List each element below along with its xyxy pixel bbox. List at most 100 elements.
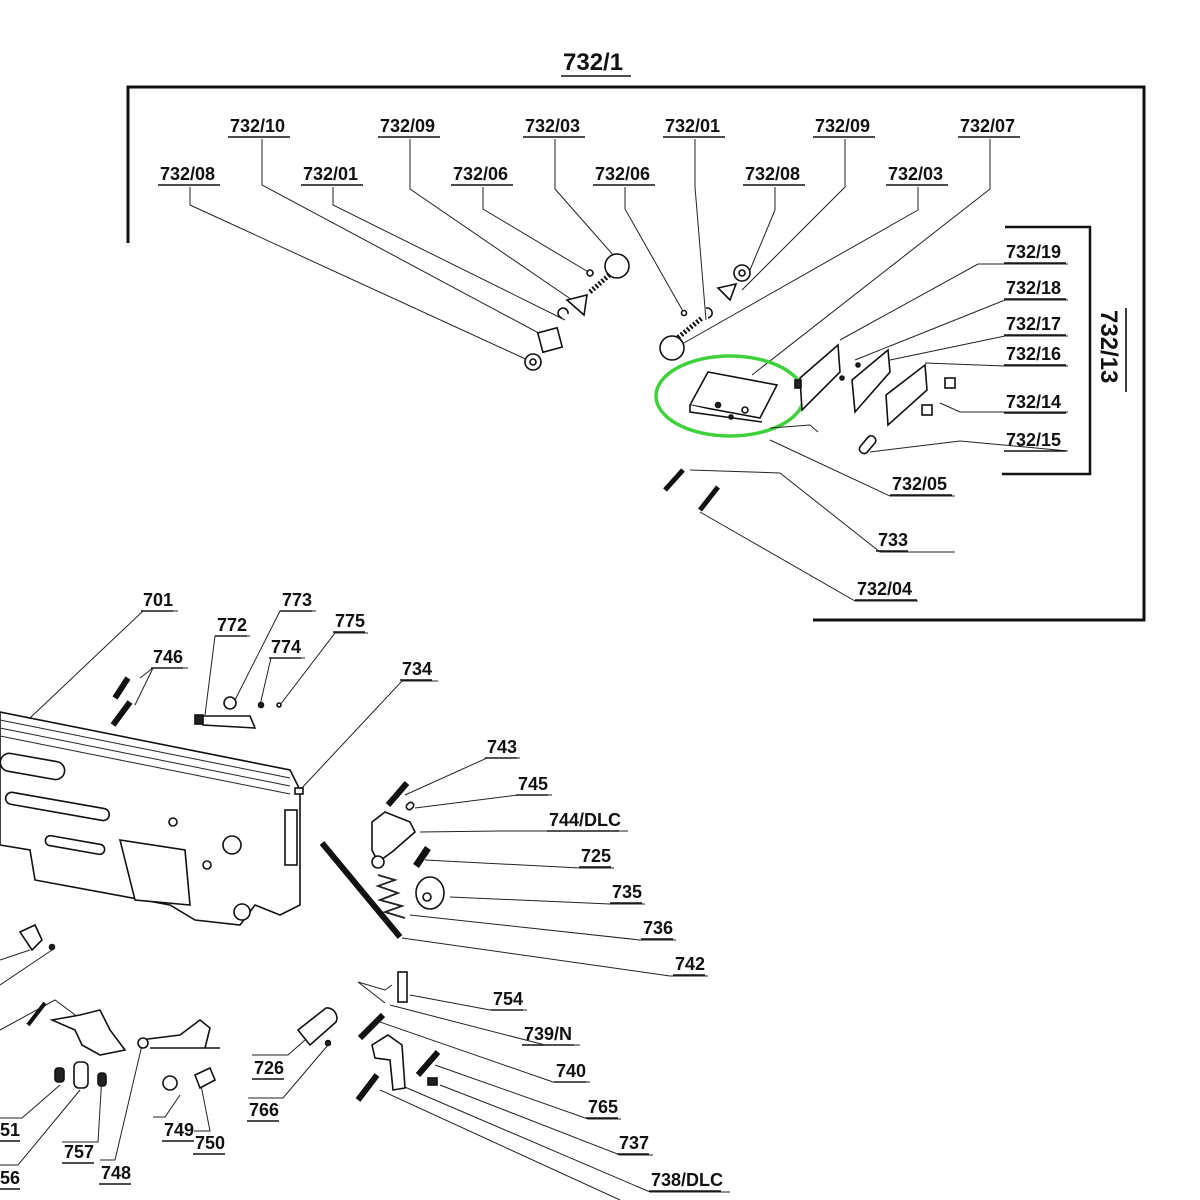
group-label-sub: 732/13 bbox=[1095, 310, 1122, 383]
callout-732-15: 732/15 bbox=[1004, 430, 1066, 452]
cylinder-726 bbox=[296, 1007, 338, 1047]
rod-742 bbox=[319, 841, 403, 939]
callout-text: 773 bbox=[282, 590, 312, 610]
screw-749 bbox=[162, 1075, 178, 1091]
callout-749: 749 bbox=[162, 1120, 194, 1142]
spring-56 bbox=[73, 1061, 89, 1089]
parts-top-middle bbox=[659, 264, 751, 361]
screw-732-03b bbox=[673, 316, 704, 342]
callout-766: 766 bbox=[247, 1100, 279, 1122]
callout-732-04: 732/04 bbox=[855, 579, 917, 601]
fuse-732-15 bbox=[858, 434, 877, 455]
callout-738-dlc: 738/DLC bbox=[649, 1170, 723, 1192]
group-frame-732-1: 732/1 bbox=[126, 49, 1146, 622]
callout-739-n: 739/N bbox=[522, 1024, 574, 1046]
callout-725: 725 bbox=[579, 846, 611, 868]
callout-732-06: 732/06 bbox=[451, 164, 513, 186]
callout-732-08: 732/08 bbox=[158, 164, 220, 186]
callout-text: 732/09 bbox=[815, 116, 870, 136]
pin-738 bbox=[355, 1073, 380, 1102]
callout-text: 732/19 bbox=[1006, 242, 1061, 262]
callout-text: 732/15 bbox=[1006, 430, 1061, 450]
callout-754: 754 bbox=[491, 989, 523, 1011]
spring-750 bbox=[193, 1066, 217, 1090]
callout-text: 732/05 bbox=[892, 474, 947, 494]
callout-text: 732/04 bbox=[857, 579, 912, 599]
callout-text: 740 bbox=[556, 1061, 586, 1081]
washer-773 bbox=[223, 696, 237, 710]
callout-text: 749 bbox=[164, 1120, 194, 1140]
callout-732-18: 732/18 bbox=[1004, 278, 1066, 300]
callout-732-01: 732/01 bbox=[301, 164, 363, 186]
callout-text: 726 bbox=[254, 1058, 284, 1078]
callout-text: 742 bbox=[675, 954, 705, 974]
callout-text: 738/DLC bbox=[651, 1170, 723, 1190]
ball-766 bbox=[324, 1039, 332, 1047]
callout-text: 732/14 bbox=[1006, 392, 1061, 412]
callout-732-07: 732/07 bbox=[958, 116, 1020, 138]
parts-selector-group bbox=[355, 971, 441, 1102]
callout-51: 51 bbox=[0, 1120, 20, 1142]
callout-text: 732/08 bbox=[745, 164, 800, 184]
callout-773: 773 bbox=[280, 590, 312, 612]
callout-text: 774 bbox=[271, 637, 301, 657]
ball-775 bbox=[276, 702, 282, 708]
callout-text: 732/01 bbox=[303, 164, 358, 184]
callout-text: 736 bbox=[643, 918, 673, 938]
callout-text: 732/17 bbox=[1006, 314, 1061, 334]
pin-743 bbox=[385, 781, 410, 807]
callout-732-05: 732/05 bbox=[890, 474, 952, 496]
callout-732-03: 732/03 bbox=[886, 164, 948, 186]
callout-text: 732/08 bbox=[160, 164, 215, 184]
board-732-16 bbox=[885, 363, 928, 427]
ball-732-06 bbox=[586, 269, 594, 277]
callout-text: 754 bbox=[493, 989, 523, 1009]
callout-742: 742 bbox=[673, 954, 705, 976]
callout-text: 757 bbox=[64, 1142, 94, 1162]
leader-lines bbox=[0, 139, 1069, 1200]
callout-744-dlc: 744/DLC bbox=[547, 810, 621, 832]
callout-774: 774 bbox=[269, 637, 301, 659]
group-label-main: 732/1 bbox=[563, 49, 623, 76]
pin-732-18 bbox=[839, 375, 845, 381]
callout-775: 775 bbox=[333, 611, 365, 633]
callout-757: 757 bbox=[62, 1142, 94, 1164]
callout-740: 740 bbox=[554, 1061, 586, 1083]
callout-text: 732/03 bbox=[525, 116, 580, 136]
callout-text: 745 bbox=[518, 774, 548, 794]
ball-774 bbox=[257, 701, 265, 709]
callout-text: 56 bbox=[0, 1168, 20, 1188]
callout-746: 746 bbox=[151, 647, 183, 669]
part-737 bbox=[427, 1077, 438, 1086]
disconnector-738 bbox=[371, 1034, 406, 1091]
callout-56: 56 bbox=[0, 1168, 20, 1190]
clip-732-01 bbox=[557, 307, 569, 319]
lever-748 bbox=[139, 1018, 220, 1049]
callout-732-01: 732/01 bbox=[663, 116, 725, 138]
parts-lower-left-cluster bbox=[110, 676, 304, 795]
hammer-744 bbox=[371, 811, 416, 864]
pin-733 bbox=[663, 468, 685, 492]
callout-text: 748 bbox=[101, 1163, 131, 1183]
callout-text: 737 bbox=[619, 1133, 649, 1153]
callout-772: 772 bbox=[215, 615, 247, 637]
callout-732-09: 732/09 bbox=[378, 116, 440, 138]
callout-text: 744/DLC bbox=[549, 810, 621, 830]
callout-text: 765 bbox=[588, 1097, 618, 1117]
clip-732-01b bbox=[705, 307, 713, 319]
callout-text: 725 bbox=[581, 846, 611, 866]
callout-732-14: 732/14 bbox=[1004, 392, 1066, 414]
spring-736 bbox=[375, 874, 406, 919]
callout-743: 743 bbox=[485, 737, 517, 759]
pin-765 bbox=[415, 1050, 441, 1077]
board-732-17 bbox=[851, 348, 891, 414]
callout-text: 701 bbox=[143, 590, 173, 610]
callout-text: 732/01 bbox=[665, 116, 720, 136]
callout-text: 766 bbox=[249, 1100, 279, 1120]
callout-732-06: 732/06 bbox=[593, 164, 655, 186]
callout-734: 734 bbox=[400, 659, 432, 681]
callout-736: 736 bbox=[641, 918, 673, 940]
callout-text: 743 bbox=[487, 737, 517, 757]
callout-732-16: 732/16 bbox=[1004, 344, 1066, 366]
